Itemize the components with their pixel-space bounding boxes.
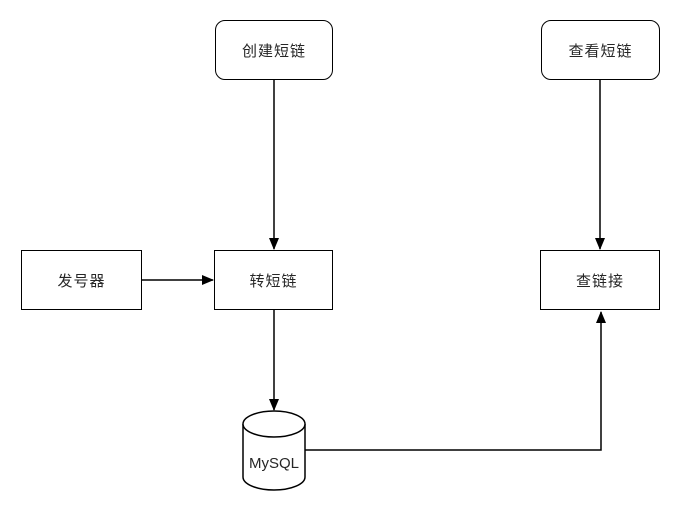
node-check-link: 查链接 (540, 250, 660, 310)
node-to-short-link-label: 转短链 (249, 272, 298, 290)
node-view-short-link-label: 查看短链 (568, 42, 633, 60)
node-mysql-db: MySQL (243, 452, 305, 474)
node-mysql-db-label: MySQL (248, 454, 299, 472)
edge-mysql-to-checklink (305, 311, 606, 451)
node-number-generator-label: 发号器 (57, 272, 106, 290)
mysql-cylinder-shape (242, 410, 306, 491)
cylinder-top (242, 410, 306, 438)
node-number-generator: 发号器 (21, 250, 142, 310)
node-create-short-link-label: 创建短链 (241, 42, 306, 60)
node-check-link-label: 查链接 (575, 272, 624, 290)
node-to-short-link: 转短链 (214, 250, 333, 310)
node-create-short-link: 创建短链 (215, 20, 333, 80)
node-view-short-link: 查看短链 (541, 20, 660, 80)
